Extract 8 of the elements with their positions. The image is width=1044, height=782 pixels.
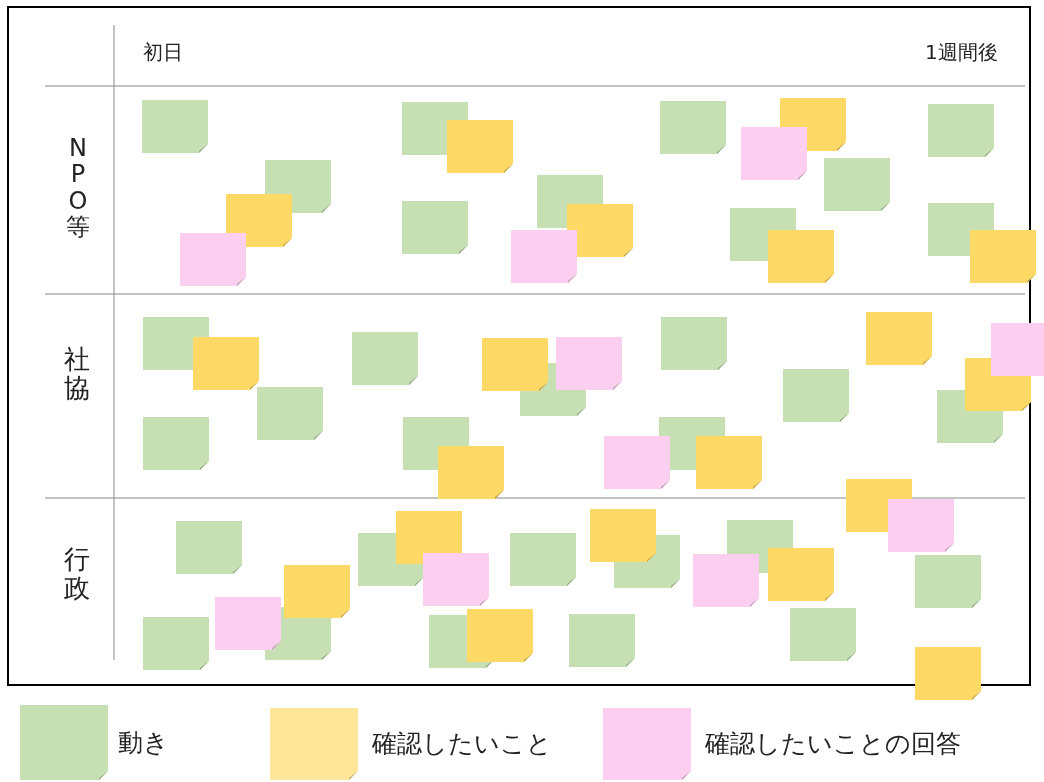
legend-label: 動き	[118, 729, 169, 755]
row-label: NPO等	[66, 135, 90, 241]
legend-label: 確認したいこと	[372, 731, 552, 756]
column-label: 1週間後	[925, 42, 998, 62]
legend-label: 確認したいことの回答	[705, 731, 961, 756]
column-label: 初日	[143, 42, 183, 62]
row-label: 社協	[64, 345, 90, 403]
row-label: 行政	[64, 545, 90, 603]
